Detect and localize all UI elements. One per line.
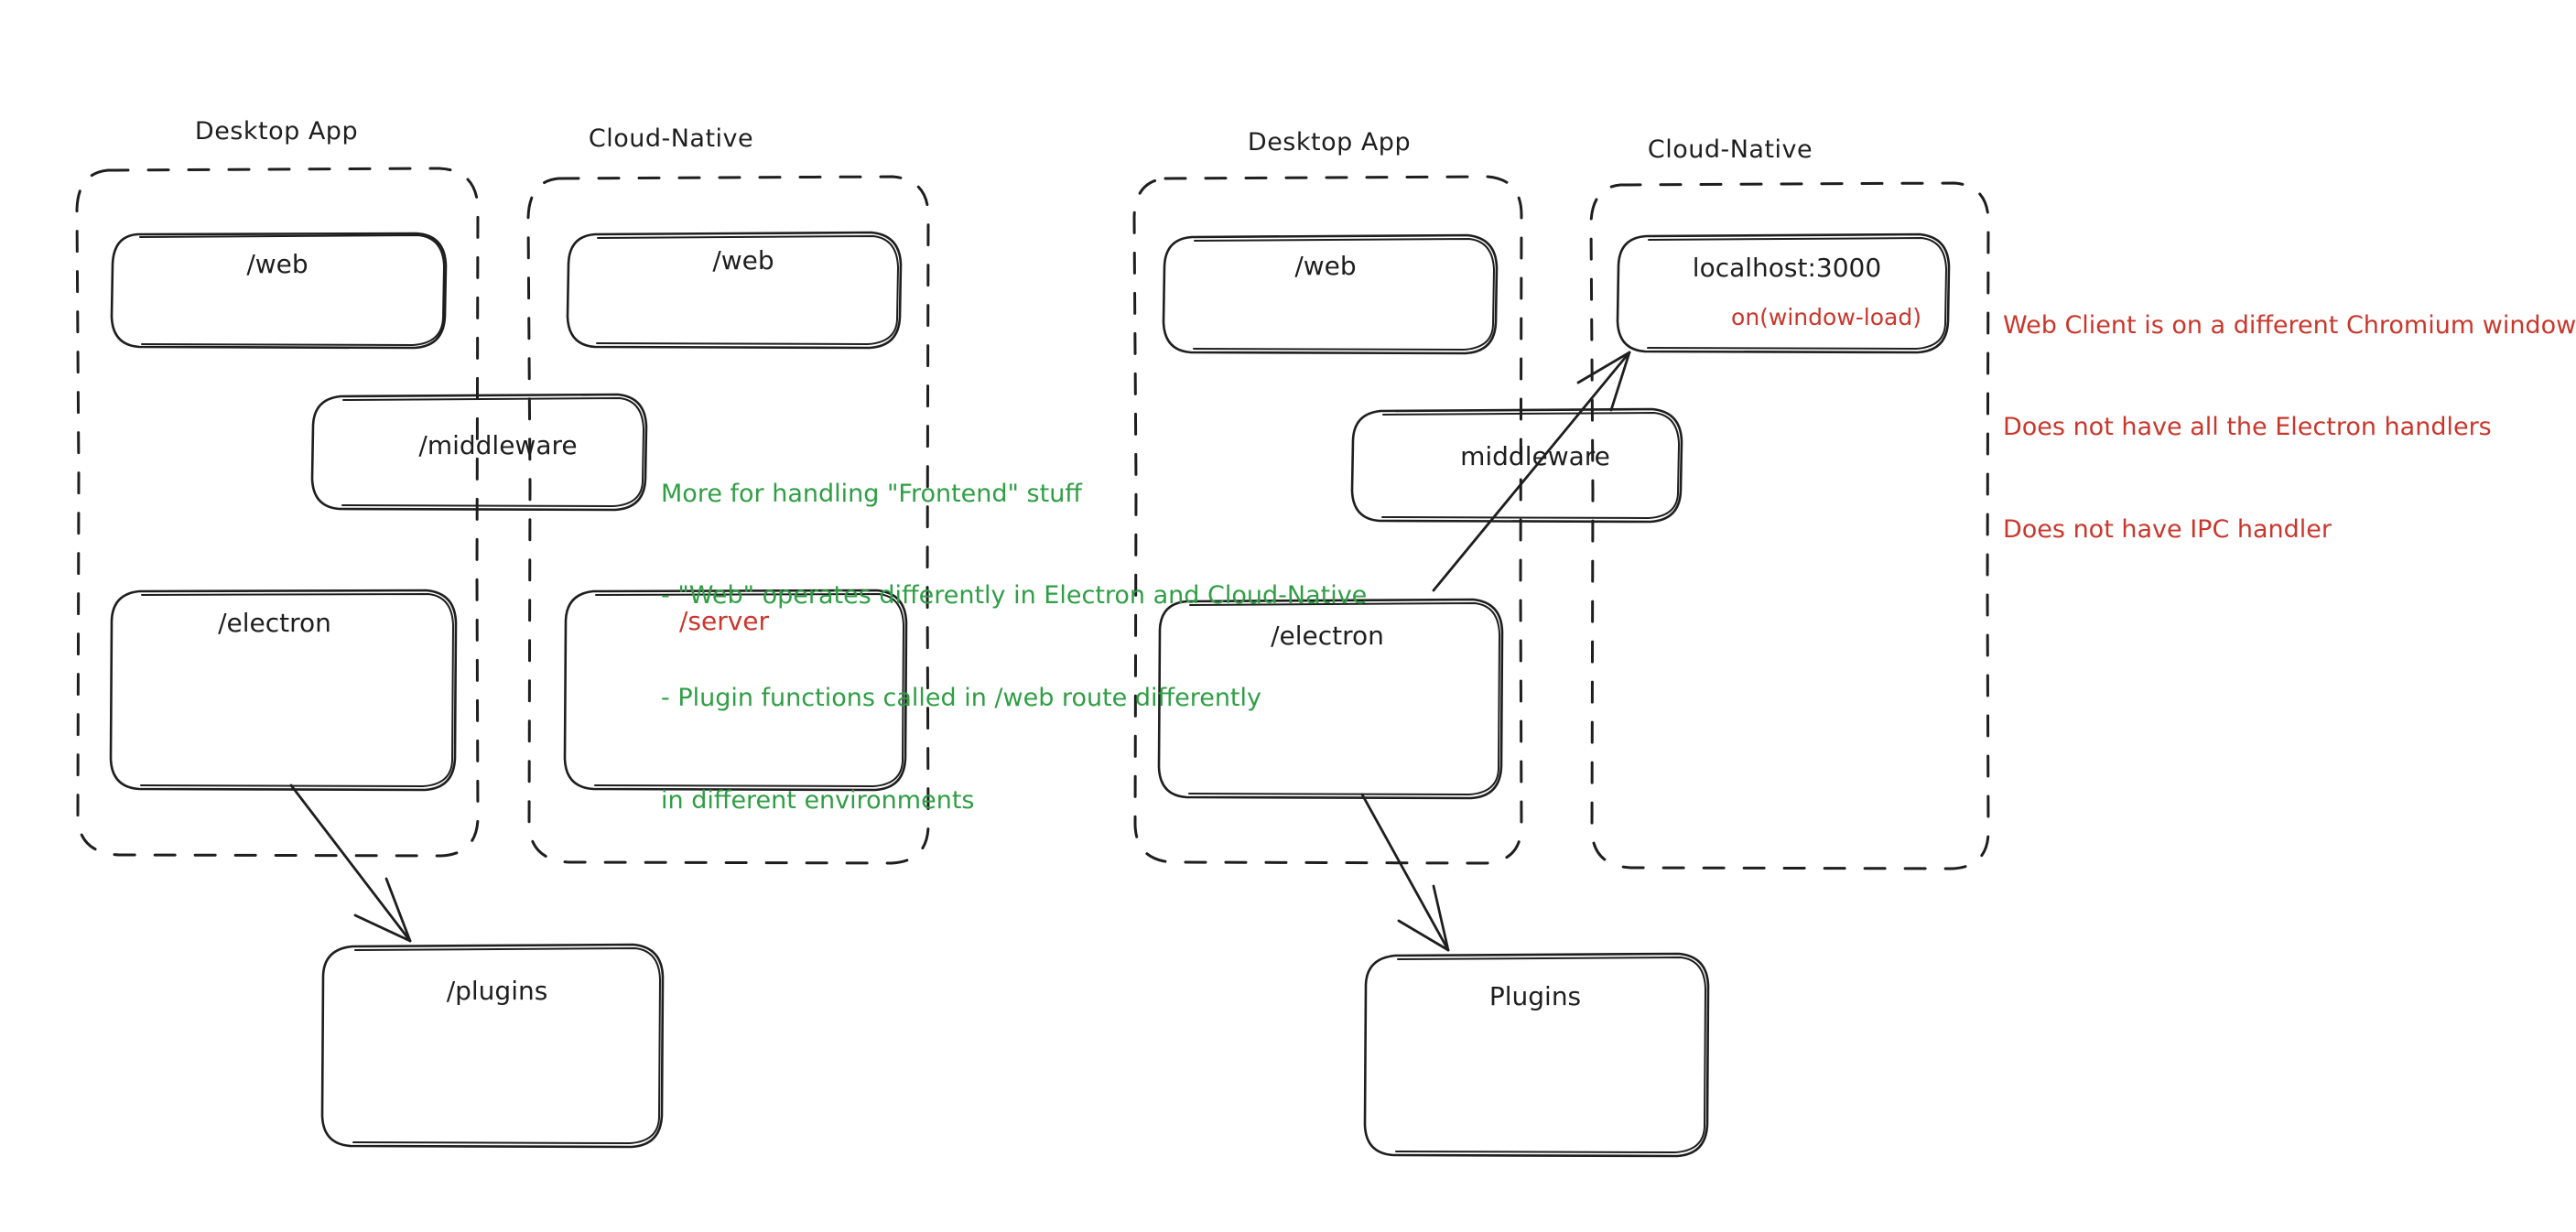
annotation-green-line-1: More for handling "Frontend" stuff xyxy=(661,479,1082,508)
node-left-web[interactable] xyxy=(110,232,448,350)
node-label-left-electron: /electron xyxy=(218,608,331,638)
group-outline-right-cloud-native xyxy=(1589,181,1990,870)
node-label-right-plugins: Plugins xyxy=(1488,981,1582,1011)
arrow-right-electron-to-localhost xyxy=(1432,351,1631,592)
node-label-left-plugins: /plugins xyxy=(446,976,548,1006)
node-sublabel-right-localhost-onwindowload: on(window-load) xyxy=(1731,304,1921,330)
node-right-web[interactable] xyxy=(1162,233,1499,355)
node-label-left-middleware: /middleware xyxy=(418,430,578,460)
group-outline-right-desktop-app xyxy=(1132,175,1523,865)
arrow-right-electron-to-plugins xyxy=(1360,793,1450,952)
annotation-green-line-2: - "Web" operates differently in Electron… xyxy=(661,581,1368,611)
node-label-right-localhost: localhost:3000 xyxy=(1692,253,1882,283)
group-outline-left-cloud-native xyxy=(526,175,930,865)
node-right-electron[interactable] xyxy=(1157,598,1504,800)
node-label-left-server: /server xyxy=(678,606,770,636)
annotation-red-note: Web Client is on a different Chromium wi… xyxy=(2003,240,2576,581)
node-left-server[interactable] xyxy=(563,589,908,792)
node-left-electron[interactable] xyxy=(109,589,458,792)
node-label-right-electron: /electron xyxy=(1271,621,1384,651)
arrow-left-electron-to-plugins xyxy=(289,784,412,943)
node-left-cloud-web[interactable] xyxy=(566,231,903,350)
annotation-green-note: More for handling "Frontend" stuff - "We… xyxy=(661,408,1367,851)
node-label-right-web: /web xyxy=(1294,251,1357,281)
node-right-plugins[interactable] xyxy=(1363,952,1710,1158)
annotation-green-line-3: - Plugin functions called in /web route … xyxy=(661,684,1262,712)
group-label-left-cloud-native: Cloud-Native xyxy=(588,124,754,153)
node-left-middleware[interactable] xyxy=(310,393,648,512)
node-label-left-cloud-web: /web xyxy=(712,245,774,276)
group-label-right-desktop-app: Desktop App xyxy=(1247,128,1412,157)
annotation-red-line-1: Web Client is on a different Chromium wi… xyxy=(2003,310,2576,340)
group-outline-left-desktop-app xyxy=(75,167,480,858)
node-label-right-middleware: middleware xyxy=(1460,441,1610,471)
annotation-red-line-3: Does not have IPC handler xyxy=(2003,515,2332,544)
node-right-middleware[interactable] xyxy=(1350,407,1683,524)
group-label-right-cloud-native: Cloud-Native xyxy=(1647,135,1813,164)
node-label-left-web: /web xyxy=(246,249,308,279)
annotation-green-line-4: in different environments xyxy=(661,785,975,815)
annotation-red-line-2: Does not have all the Electron handlers xyxy=(2003,413,2492,442)
node-left-plugins[interactable] xyxy=(320,943,665,1149)
node-right-localhost[interactable] xyxy=(1616,232,1951,354)
group-label-left-desktop-app: Desktop App xyxy=(194,117,359,146)
